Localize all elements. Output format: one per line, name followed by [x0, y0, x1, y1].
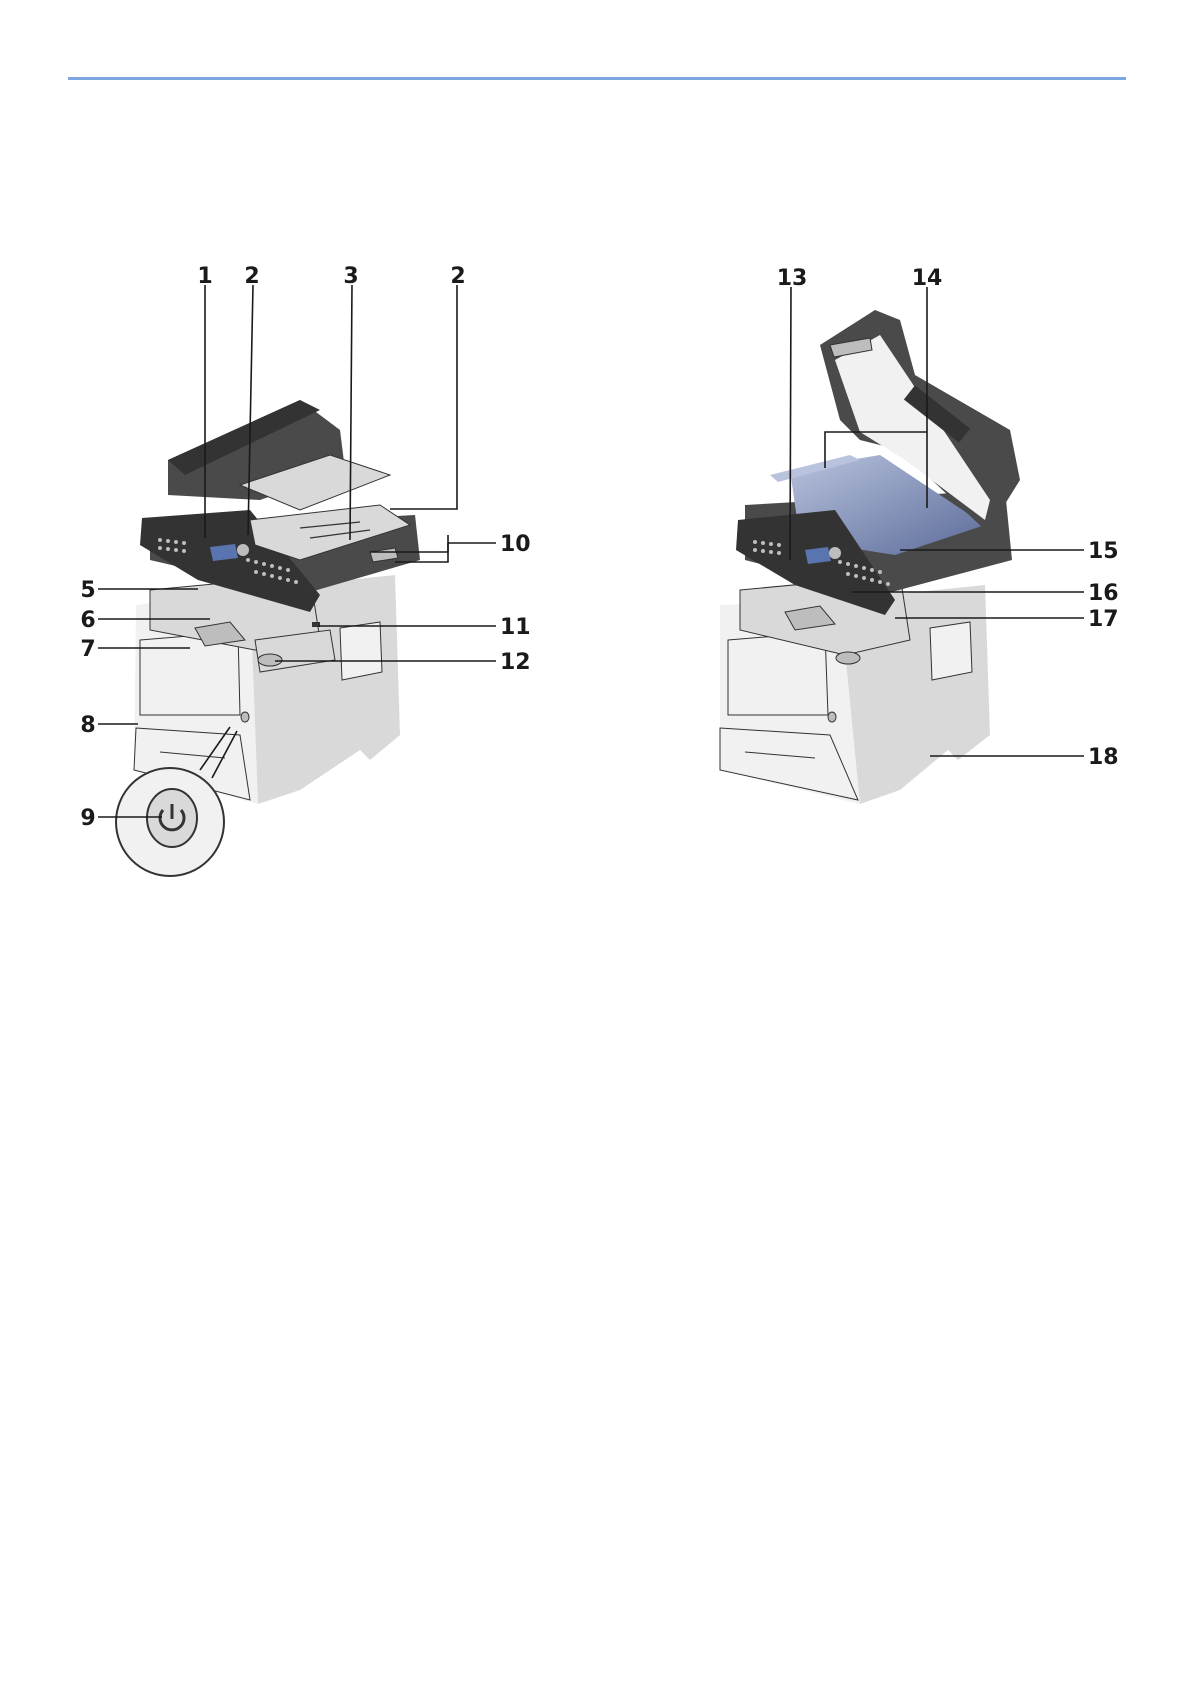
callout-18: 18 [1088, 745, 1119, 770]
callout-12: 12 [500, 650, 531, 675]
callout-14: 14 [912, 266, 943, 291]
top-cover-button [258, 654, 282, 666]
callout-17: 17 [1088, 607, 1119, 632]
callout-8: 8 [80, 713, 95, 738]
callout-1: 1 [197, 264, 212, 289]
callout-3: 3 [343, 264, 358, 289]
printer-open-view [720, 310, 1020, 804]
callout-16: 16 [1088, 581, 1119, 606]
printer-front-view [116, 400, 420, 876]
callout-11: 11 [500, 615, 531, 640]
callout-2b: 2 [450, 264, 465, 289]
callout-2: 2 [244, 264, 259, 289]
callout-5: 5 [80, 578, 95, 603]
callout-7: 7 [80, 637, 95, 662]
callout-10: 10 [500, 532, 531, 557]
panel-display [210, 544, 238, 561]
callout-13: 13 [777, 266, 808, 291]
callout-9: 9 [80, 806, 95, 831]
callout-15: 15 [1088, 539, 1119, 564]
callout-6: 6 [80, 608, 95, 633]
